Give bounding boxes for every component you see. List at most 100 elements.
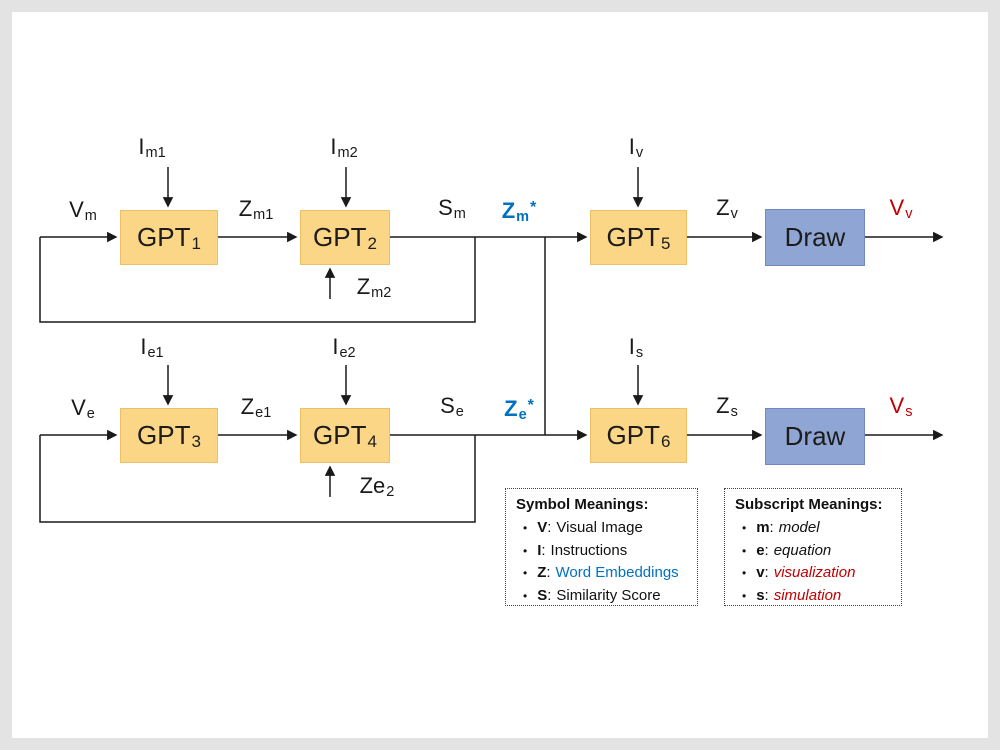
- label-sub: m2: [371, 285, 392, 302]
- label-ze1: Ze1: [240, 394, 272, 422]
- label-sub: s: [635, 345, 644, 362]
- label-main: V: [889, 195, 905, 220]
- gpt2-text: GPT: [313, 222, 367, 252]
- legend-symbol: Z: [537, 564, 547, 581]
- draw-top-text: Draw: [784, 222, 846, 252]
- legend-colon: :: [769, 519, 774, 536]
- draw-bottom-text: Draw: [784, 421, 846, 451]
- label-main: V: [71, 395, 86, 420]
- subscript-legend-title: Subscript Meanings:: [735, 496, 883, 513]
- label-zv: Zv: [716, 195, 738, 222]
- label-main: Z: [238, 196, 253, 221]
- label-main: V: [69, 197, 84, 222]
- label-im1: Im1: [138, 134, 166, 162]
- label-sub: e1: [255, 405, 272, 422]
- legend-item-s: •S:Similarity Score: [516, 585, 687, 608]
- legend-symbol: V: [537, 519, 548, 536]
- legend-desc: visualization: [773, 564, 856, 581]
- label-main: I: [138, 134, 145, 159]
- label-sub: s: [905, 404, 913, 421]
- label-vm: Vm: [69, 197, 97, 225]
- legend-symbol: v: [756, 564, 765, 581]
- label-main: I: [330, 134, 337, 159]
- label-main: Ze: [359, 473, 386, 498]
- label-main: Z: [716, 393, 730, 418]
- legend-desc: equation: [773, 541, 832, 559]
- label-sup: *: [530, 198, 537, 216]
- label-ze2: Ze2: [359, 473, 395, 501]
- label-zm-star: Zm*: [502, 198, 537, 226]
- label-is: Is: [628, 334, 644, 362]
- gpt6-index: 6: [660, 431, 671, 451]
- legend-colon: :: [546, 564, 551, 581]
- legend-colon: :: [764, 586, 769, 604]
- bullet-icon: •: [742, 588, 747, 603]
- label-sup: *: [527, 396, 534, 414]
- label-sub: e1: [147, 345, 164, 362]
- label-main: Z: [240, 394, 255, 419]
- legend-desc: Word Embeddings: [555, 564, 679, 581]
- legend-desc: Visual Image: [556, 519, 643, 536]
- label-sub: m1: [145, 145, 166, 162]
- gpt6-text: GPT: [606, 420, 660, 450]
- bullet-icon: •: [742, 543, 747, 558]
- label-main: V: [889, 393, 905, 418]
- label-zm2: Zm2: [356, 274, 392, 302]
- draw-box-bottom: Draw: [765, 408, 865, 465]
- label-main: I: [628, 334, 635, 359]
- label-vv: Vv: [889, 195, 913, 222]
- bullet-icon: •: [742, 566, 747, 580]
- label-sm: Sm: [438, 195, 466, 222]
- bullet-icon: •: [523, 588, 528, 603]
- label-iv: Iv: [629, 134, 644, 162]
- legend-item-m: • m:model: [735, 517, 891, 540]
- wire-feedback-bottom: [39, 435, 476, 523]
- label-main: S: [438, 195, 453, 220]
- label-sub: v: [635, 145, 644, 162]
- label-ie1: Ie1: [140, 334, 164, 362]
- gpt3-index: 3: [191, 431, 201, 451]
- legend-desc: Similarity Score: [556, 586, 661, 604]
- legend-colon: :: [547, 586, 552, 604]
- label-zs: Zs: [716, 393, 738, 420]
- legend-item-v-sub: • v:visualization: [735, 562, 891, 585]
- symbol-legend: Symbol Meanings: • V: Visual Image •I:Inst…: [505, 488, 698, 606]
- legend-symbol: m: [756, 519, 770, 536]
- bullet-icon: •: [523, 566, 528, 580]
- label-ie2: Ie2: [332, 334, 356, 362]
- legend-item-i: •I:Instructions: [516, 540, 687, 563]
- legend-desc: simulation: [773, 586, 842, 604]
- bullet-icon: •: [742, 521, 747, 535]
- legend-item-z: • Z:Word Embeddings: [516, 562, 687, 585]
- label-sub: e2: [339, 345, 356, 362]
- gpt5-index: 5: [660, 233, 671, 253]
- legend-item-s-sub: • s:simulation: [735, 585, 891, 608]
- legend-desc: Instructions: [550, 541, 628, 559]
- label-sub: e: [455, 404, 464, 421]
- legend-item-e: •e:equation: [735, 540, 891, 563]
- gpt4-index: 4: [367, 431, 377, 451]
- label-main: Z: [716, 195, 730, 220]
- label-im2: Im2: [330, 134, 358, 162]
- legend-colon: :: [764, 564, 769, 581]
- label-sub: e: [86, 406, 95, 423]
- label-main: Z: [356, 274, 371, 299]
- wire-feedback-top: [39, 237, 476, 323]
- label-main: I: [140, 334, 147, 359]
- label-main: I: [332, 334, 339, 359]
- symbol-legend-title: Symbol Meanings:: [516, 496, 649, 513]
- label-sub: m: [84, 208, 97, 225]
- legend-symbol: s: [756, 586, 765, 604]
- legend-desc: model: [778, 519, 820, 536]
- draw-box-top: Draw: [765, 209, 865, 266]
- label-sub: m2: [337, 145, 358, 162]
- legend-item-v: •V:Visual Image: [516, 517, 687, 540]
- label-sub: 2: [386, 484, 395, 501]
- gpt1-index: 1: [191, 233, 201, 253]
- bullet-icon: •: [523, 521, 528, 535]
- label-sub: m: [516, 209, 530, 226]
